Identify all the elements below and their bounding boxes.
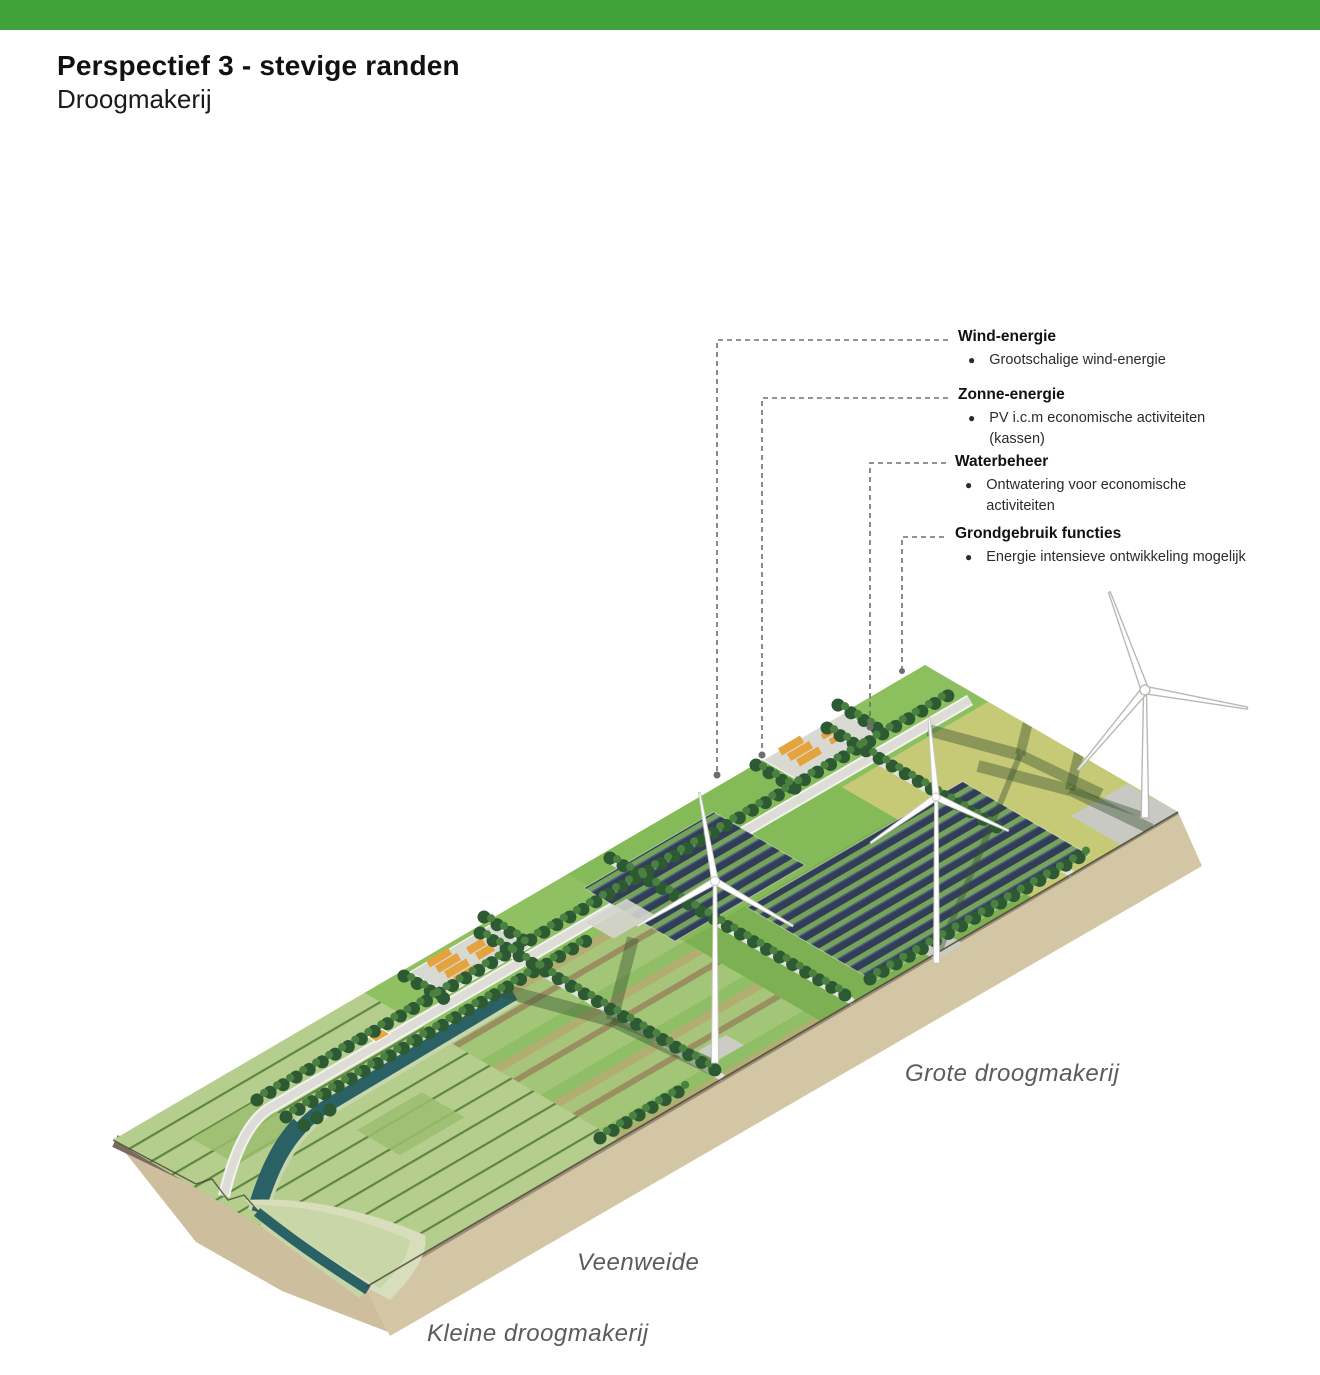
- annotation-wind-energie: Wind-energie ● Grootschalige wind-energi…: [958, 327, 1248, 371]
- wind-turbine-mid: [869, 716, 1010, 964]
- turbine-pad-mid: [918, 934, 964, 960]
- annotation-grondgebruik: Grondgebruik functies ● Energie intensie…: [955, 524, 1295, 568]
- annotation-zonne-energie: Zonne-energie ● PV i.c.m economische act…: [958, 385, 1226, 450]
- soil-lip-line: [367, 811, 1179, 1290]
- turbine-hub: [1139, 684, 1151, 696]
- turbine-blade: [1076, 686, 1149, 772]
- annotation-title: Wind-energie: [958, 328, 1057, 345]
- leader-dot-wind: [713, 771, 721, 779]
- leader-line-wind: [716, 339, 948, 772]
- greenhouse-units-east: [777, 735, 823, 767]
- crop-field: [430, 912, 821, 1140]
- page-title: Perspectief 3 - stevige randen: [57, 50, 460, 81]
- annotation-bullet: ● PV i.c.m economische activiteiten (kas…: [958, 408, 1226, 450]
- water-channel-bend: [249, 1118, 307, 1208]
- front-edge-line: [365, 811, 1179, 1288]
- leader-line-grond: [901, 536, 944, 668]
- annotation-title: Zonne-energie: [958, 386, 1065, 403]
- area-label-veenweide: Veenweide: [577, 1249, 700, 1276]
- bullet-icon: ●: [968, 353, 976, 367]
- turbine-tower: [711, 883, 719, 1064]
- turbine-blade: [1143, 685, 1249, 710]
- wind-turbine-outline: [1076, 591, 1249, 819]
- field-patch: [356, 1092, 465, 1156]
- area-label-grote-droogmakerij: Grote droogmakerij: [905, 1060, 1120, 1087]
- main-road: [220, 696, 973, 1197]
- channel-cut: [245, 1199, 426, 1300]
- profile-line: [112, 1139, 260, 1213]
- small-pad: [585, 898, 655, 939]
- bullet-icon: ●: [965, 478, 973, 492]
- annotation-bullet: ● Energie intensieve ontwikkeling mogeli…: [955, 547, 1295, 568]
- turbine-tower: [1140, 693, 1150, 819]
- turbine-pad-right: [1071, 784, 1178, 845]
- leader-lines: [716, 339, 948, 772]
- tree-rows: [250, 687, 1094, 1145]
- header: Perspectief 3 - stevige randen Droogmake…: [57, 50, 460, 116]
- turbine-hub: [931, 792, 941, 802]
- wind-turbine-center: [635, 791, 795, 1064]
- leader-dots: [713, 668, 905, 779]
- water-channel-exit: [253, 1208, 371, 1295]
- soil-front-face: [366, 812, 1202, 1336]
- annotation-bullet: ● Grootschalige wind-energie: [958, 350, 1248, 371]
- channel-bank-inner: [255, 1205, 410, 1288]
- annotation-waterbeheer: Waterbeheer ● Ontwatering voor economisc…: [955, 452, 1205, 517]
- leader-dot-grond: [899, 668, 905, 674]
- turbine-hub: [710, 876, 720, 886]
- annotation-title: Waterbeheer: [955, 453, 1049, 470]
- header-bar: [0, 0, 1320, 30]
- area-label-kleine-droogmakerij: Kleine droogmakerij: [427, 1320, 649, 1347]
- leader-line-water: [869, 462, 946, 724]
- leader-dot-zonne: [758, 751, 766, 759]
- bullet-icon: ●: [968, 411, 976, 425]
- built-structures: [367, 712, 1178, 1061]
- turbine-blade: [1107, 591, 1150, 693]
- bullet-icon: ●: [965, 550, 973, 564]
- solar-field-large: [746, 781, 1091, 982]
- annotation-title: Grondgebruik functies: [955, 525, 1122, 542]
- annotation-bullet: ● Ontwatering voor economische activitei…: [955, 475, 1205, 517]
- field-yellow: [842, 701, 1178, 898]
- soil-left-face: [113, 1137, 388, 1332]
- page-subtitle: Droogmakerij: [57, 84, 212, 114]
- turbine-pad-center: [698, 1035, 744, 1061]
- leader-dot-water: [866, 723, 874, 731]
- turbine-tower: [933, 799, 940, 964]
